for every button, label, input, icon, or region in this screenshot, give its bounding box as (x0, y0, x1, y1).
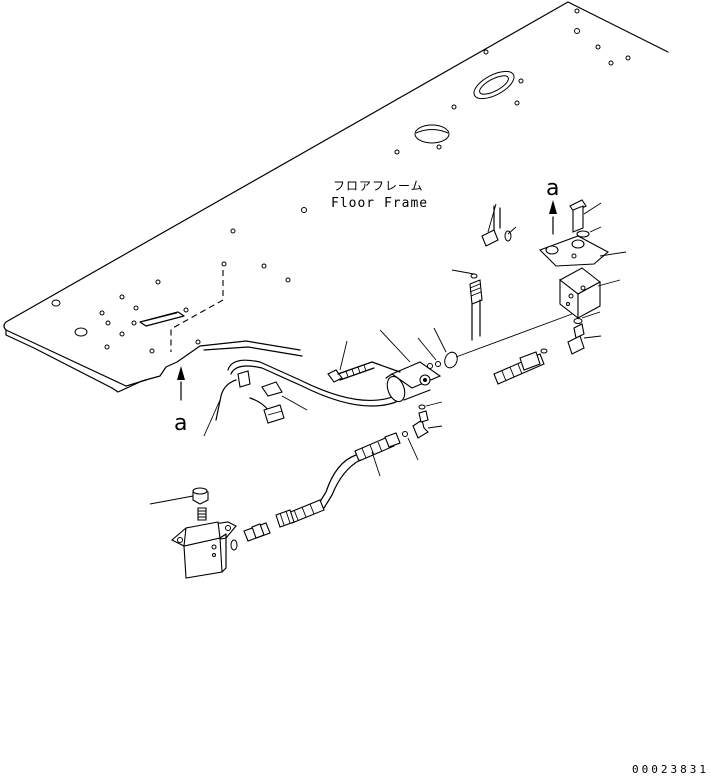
wiring-harness (215, 359, 397, 424)
lower-fittings (230, 522, 271, 551)
manifold-block (558, 267, 602, 320)
lower-valve (171, 487, 237, 579)
view-mark-top: a (546, 176, 559, 201)
frame-openings (51, 70, 515, 337)
view-mark-left: a (174, 411, 187, 436)
drawing-number: 00023831 (632, 763, 709, 776)
top-bolt (569, 199, 590, 238)
right-fittings (493, 318, 585, 385)
dashed-guide (170, 270, 224, 352)
upper-elbow (481, 205, 512, 247)
solenoid-fittings (402, 313, 573, 439)
frame-label-en: Floor Frame (331, 196, 428, 211)
solenoid-valve (371, 361, 442, 403)
frame-label-jp: フロアフレーム (333, 179, 424, 193)
mounting-plate (539, 235, 609, 267)
view-arrow-left (177, 366, 185, 401)
leader-lines (149, 202, 627, 505)
upper-hose-fitting (469, 273, 483, 341)
solenoid-bolt (327, 361, 375, 383)
view-arrow-top (549, 200, 557, 235)
hose-assembly (275, 432, 401, 528)
floor-frame-plate (3, 1, 669, 393)
frame-bolt-holes (99, 8, 631, 354)
